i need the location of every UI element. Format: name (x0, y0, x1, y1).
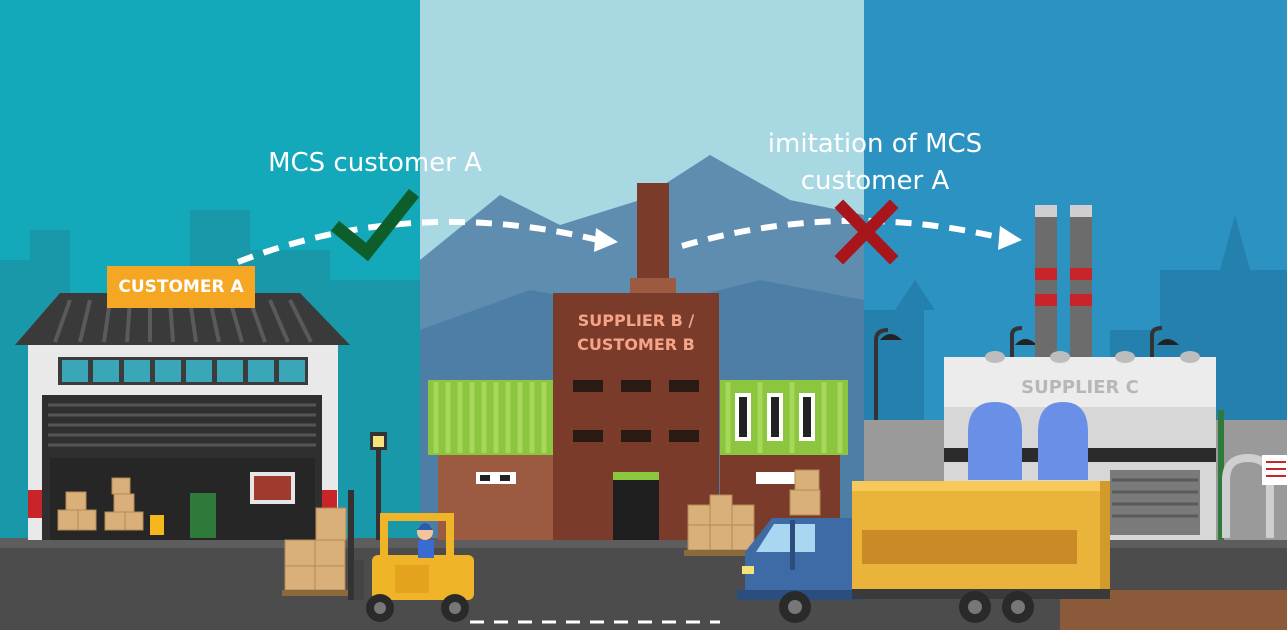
supplier-c-sign: SUPPLIER C (944, 375, 1216, 401)
supplier-b-sign: SUPPLIER B / CUSTOMER B (553, 309, 719, 357)
warehouse-customer-a (15, 293, 350, 540)
mcs-customer-a-label: MCS customer A (230, 145, 520, 182)
imitation-label: imitation of MCS customer A (740, 126, 1010, 200)
customer-a-sign: CUSTOMER A (107, 266, 255, 308)
